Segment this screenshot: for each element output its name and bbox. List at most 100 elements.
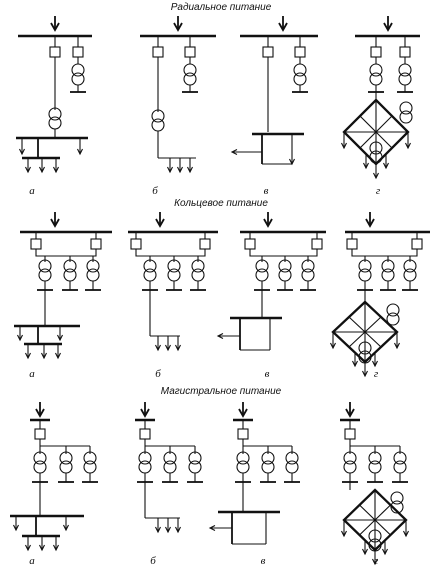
switch-box — [244, 238, 256, 250]
transformer-symbol — [167, 268, 181, 282]
load-arrow — [362, 370, 368, 378]
switch-box — [237, 428, 249, 440]
transformer-symbol — [399, 101, 413, 115]
load-arrow — [289, 158, 295, 166]
switch-box — [294, 46, 306, 58]
transformer-symbol — [278, 259, 292, 273]
panel-label-radial-v: в — [263, 185, 269, 197]
transformer-symbol — [71, 72, 85, 86]
supply-arrow — [238, 408, 248, 418]
transformer-symbol — [368, 451, 382, 465]
transformer-symbol — [71, 63, 85, 77]
load-arrow — [352, 360, 358, 368]
load-arrow — [341, 530, 347, 538]
transformer-symbol — [368, 538, 382, 552]
transformer-symbol — [83, 460, 97, 474]
transformer-symbol — [48, 116, 62, 130]
transformer-symbol — [293, 63, 307, 77]
transformer-symbol — [399, 110, 413, 124]
load-arrow — [175, 526, 181, 534]
transformer-symbol — [403, 259, 417, 273]
transformer-symbol — [143, 268, 157, 282]
load-arrow — [403, 530, 409, 538]
load-arrow — [383, 162, 389, 170]
transformer-symbol — [63, 268, 77, 282]
transformer-symbol — [261, 451, 275, 465]
load-arrow — [362, 548, 368, 556]
transformer-symbol — [167, 259, 181, 273]
load-arrow — [216, 333, 224, 339]
transformer-symbol — [358, 341, 372, 355]
panel-label-trunk-b: б — [150, 555, 156, 567]
transformer-symbol — [183, 63, 197, 77]
transformer-symbol — [343, 460, 357, 474]
transformer-symbol — [188, 451, 202, 465]
load-arrow — [177, 166, 183, 174]
load-arrow — [55, 352, 61, 360]
switch-box — [399, 46, 411, 58]
load-arrow — [57, 334, 63, 342]
load-arrow — [77, 148, 83, 156]
transformer-symbol — [38, 268, 52, 282]
transformer-symbol — [403, 268, 417, 282]
transformer-symbol — [33, 451, 47, 465]
transformer-symbol — [369, 72, 383, 86]
load-arrow — [165, 344, 171, 352]
transformer-symbol — [358, 259, 372, 273]
transformer-symbol — [278, 268, 292, 282]
transformer-symbol — [390, 491, 404, 505]
supply-arrow — [50, 218, 60, 228]
switch-box — [199, 238, 211, 250]
transformer-symbol — [301, 259, 315, 273]
switch-box — [370, 46, 382, 58]
load-arrow — [405, 142, 411, 150]
transformer-symbol — [368, 529, 382, 543]
transformer-symbol — [381, 268, 395, 282]
transformer-symbol — [255, 259, 269, 273]
ring-line — [35, 249, 97, 257]
transformer-symbol — [390, 500, 404, 514]
transformer-symbol — [236, 451, 250, 465]
load-arrow — [53, 544, 59, 552]
load-arrow — [39, 544, 45, 552]
transformer-symbol — [369, 63, 383, 77]
transformer-symbol — [183, 72, 197, 86]
transformer-symbol — [398, 72, 412, 86]
load-arrow — [330, 342, 336, 350]
transformer-symbol — [285, 451, 299, 465]
switch-box — [49, 46, 61, 58]
load-arrow — [167, 166, 173, 174]
transformer-symbol — [393, 460, 407, 474]
transformer-symbol — [393, 451, 407, 465]
ring-line — [351, 249, 418, 257]
supply-arrow — [155, 218, 165, 228]
switch-box — [130, 238, 142, 250]
transformer-symbol — [86, 268, 100, 282]
transformer-symbol — [301, 268, 315, 282]
ring-line — [135, 249, 206, 257]
transformer-symbol — [358, 268, 372, 282]
load-arrow — [230, 149, 238, 155]
transformer-symbol — [38, 259, 52, 273]
panel-label-radial-a: а — [29, 185, 35, 197]
transformer-symbol — [163, 460, 177, 474]
supply-arrow — [173, 22, 183, 32]
supply-arrow — [365, 218, 375, 228]
section-title-ring: Кольцевое питание — [174, 198, 268, 209]
load-arrow — [165, 526, 171, 534]
supply-arrow — [35, 408, 45, 418]
panel-label-ring-v: в — [264, 368, 270, 380]
transformer-symbol — [48, 107, 62, 121]
transformer-symbol — [138, 460, 152, 474]
switch-box — [90, 238, 102, 250]
load-arrow — [187, 166, 193, 174]
transformer-symbol — [261, 460, 275, 474]
load-arrow — [63, 524, 69, 532]
transformer-symbol — [386, 312, 400, 326]
transformer-symbol — [188, 460, 202, 474]
transformer-symbol — [191, 259, 205, 273]
transformer-symbol — [83, 451, 97, 465]
switch-box — [262, 46, 274, 58]
load-arrow — [39, 166, 45, 174]
